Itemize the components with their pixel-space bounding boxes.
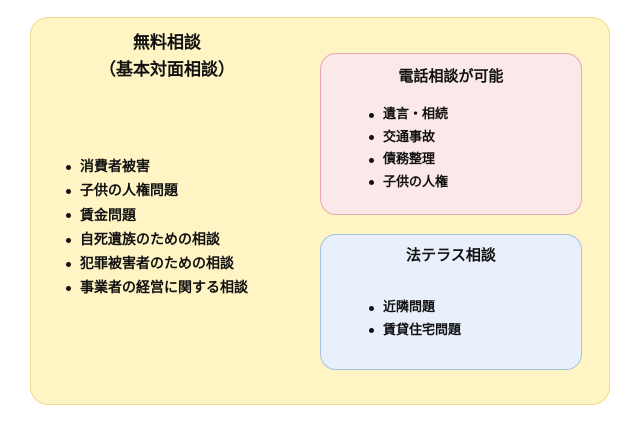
list-item: 子供の人権 [367, 172, 448, 195]
phone-consultation-box: 電話相談が可能 遺言・相続 交通事故 債務整理 子供の人権 [320, 53, 582, 215]
list-item: 賃金問題 [64, 204, 248, 228]
free-consultation-title-line1: 無料相談 [133, 33, 201, 53]
list-item: 自死遺族のための相談 [64, 228, 248, 252]
list-item: 賃貸住宅問題 [367, 320, 461, 343]
houterasu-consultation-list: 近隣問題 賃貸住宅問題 [367, 297, 461, 342]
free-consultation-list: 消費者被害 子供の人権問題 賃金問題 自死遺族のための相談 犯罪被害者のための相… [64, 155, 248, 301]
list-item: 子供の人権問題 [64, 179, 248, 203]
houterasu-consultation-title: 法テラス相談 [406, 246, 496, 264]
list-item: 犯罪被害者のための相談 [64, 252, 248, 276]
list-item: 交通事故 [367, 127, 448, 150]
phone-consultation-list: 遺言・相続 交通事故 債務整理 子供の人権 [367, 104, 448, 194]
phone-consultation-title: 電話相談が可能 [398, 67, 504, 85]
list-item: 消費者被害 [64, 155, 248, 179]
list-item: 近隣問題 [367, 297, 461, 320]
list-item: 事業者の経営に関する相談 [64, 276, 248, 300]
list-item: 遺言・相続 [367, 104, 448, 127]
free-consultation-title-line2: （基本対面相談） [99, 60, 235, 80]
list-item: 債務整理 [367, 149, 448, 172]
houterasu-consultation-box: 法テラス相談 近隣問題 賃貸住宅問題 [320, 234, 582, 370]
free-consultation-title: 無料相談 （基本対面相談） [52, 30, 282, 84]
